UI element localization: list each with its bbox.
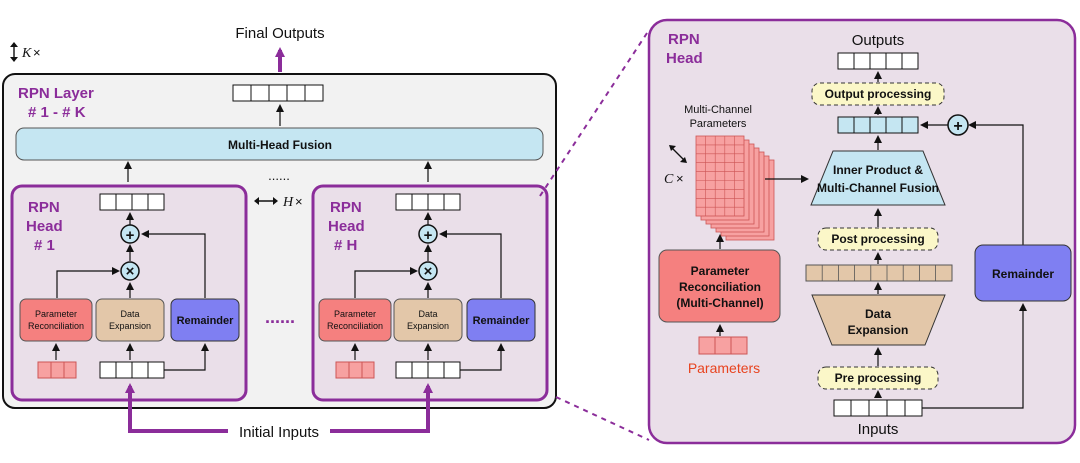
rpn-layer-title: RPN Layer xyxy=(18,85,94,102)
inputs-label: Inputs xyxy=(858,421,899,438)
svg-text:×: × xyxy=(424,263,433,280)
inner-product-label-1: Inner Product & xyxy=(833,163,923,177)
detail-remainder-box xyxy=(974,244,1072,302)
head-1-parameter-reconciliation-box xyxy=(19,298,93,342)
svg-text:Reconciliation: Reconciliation xyxy=(28,321,84,331)
k-label: K xyxy=(21,46,32,61)
inputs-vector xyxy=(833,399,923,417)
rpn-head-h: RPN Head # H + × Parameter Reconciliatio… xyxy=(311,184,549,402)
svg-text:Remainder: Remainder xyxy=(992,267,1054,281)
svg-text:Expansion: Expansion xyxy=(407,321,449,331)
c-label: C xyxy=(664,172,674,187)
zoom-connector-bottom xyxy=(555,396,650,441)
inner-product-fusion-box xyxy=(810,150,946,206)
svg-text:×: × xyxy=(676,171,684,186)
final-outputs-label: Final Outputs xyxy=(235,25,324,42)
head-h-parameter-reconciliation-box xyxy=(318,298,392,342)
outputs-label: Outputs xyxy=(852,32,905,49)
svg-text:Expansion: Expansion xyxy=(848,323,909,337)
heads-ellipsis-mid: ...... xyxy=(265,307,295,327)
head-1-data-expansion-box xyxy=(95,298,165,342)
output-processing-box xyxy=(811,82,945,106)
multi-channel-parameter-stack xyxy=(695,135,775,241)
head-1-remainder-box xyxy=(170,298,240,342)
multi-head-fusion-label: Multi-Head Fusion xyxy=(228,138,332,152)
initial-inputs-label: Initial Inputs xyxy=(239,424,319,441)
pre-processing-box xyxy=(817,366,939,390)
svg-text:Expansion: Expansion xyxy=(109,321,151,331)
detail-title-head: Head xyxy=(666,50,703,67)
k-times-indicator: K × xyxy=(10,42,41,62)
outputs-vector xyxy=(837,52,919,70)
initial-inputs-connector xyxy=(125,383,433,433)
head-h-title-number: # H xyxy=(334,237,357,254)
svg-text:(Multi-Channel): (Multi-Channel) xyxy=(676,296,763,310)
rpn-head-1: RPN Head # 1 + × Parameter Reconciliatio… xyxy=(10,184,248,402)
zoom-connector-top xyxy=(539,29,650,197)
pre-processing-label: Pre processing xyxy=(835,371,922,385)
multi-head-fusion-box xyxy=(15,127,544,161)
parameter-reconciliation-multichannel-box xyxy=(658,249,781,323)
svg-text:Reconciliation: Reconciliation xyxy=(679,280,761,294)
c-times-indicator: C × xyxy=(664,145,687,187)
post-processing-box xyxy=(817,227,939,251)
svg-text:+: + xyxy=(424,227,433,244)
fused-vector xyxy=(837,116,919,134)
layer-output-vector xyxy=(232,84,324,102)
head-1-plus-icon xyxy=(120,224,140,244)
h-times-indicator: H × xyxy=(254,194,303,210)
head-h-remainder-box xyxy=(466,298,536,342)
h-label: H xyxy=(282,195,294,210)
svg-text:Remainder: Remainder xyxy=(473,315,531,327)
parameters-vector xyxy=(698,336,748,355)
multi-channel-label-1: Multi-Channel xyxy=(684,104,752,116)
head-1-title-head: Head xyxy=(26,218,63,235)
svg-text:×: × xyxy=(33,45,41,60)
data-expansion-box xyxy=(811,294,946,346)
head-h-plus-icon xyxy=(418,224,438,244)
detail-title-rpn: RPN xyxy=(668,31,700,48)
svg-text:Parameter: Parameter xyxy=(35,309,77,319)
svg-text:×: × xyxy=(126,263,135,280)
head-h-multiply-icon xyxy=(418,261,438,281)
rpn-layer-range: # 1 - # K xyxy=(28,104,86,121)
svg-text:+: + xyxy=(126,227,135,244)
svg-text:Data: Data xyxy=(418,309,437,319)
head-1-multiply-icon xyxy=(120,261,140,281)
svg-text:Parameter: Parameter xyxy=(691,264,750,278)
svg-text:+: + xyxy=(953,118,962,135)
svg-text:Reconciliation: Reconciliation xyxy=(327,321,383,331)
head-1-title-rpn: RPN xyxy=(28,199,60,216)
inner-product-label-2: Multi-Channel Fusion xyxy=(817,181,939,195)
expanded-vector xyxy=(805,264,953,282)
multi-channel-label-2: Parameters xyxy=(690,118,747,130)
svg-text:×: × xyxy=(295,194,303,209)
svg-text:Remainder: Remainder xyxy=(177,315,235,327)
parameters-label: Parameters xyxy=(688,360,760,376)
post-processing-label: Post processing xyxy=(831,232,924,246)
head-h-data-expansion-box xyxy=(393,298,463,342)
output-processing-label: Output processing xyxy=(825,87,932,101)
head-1-title-number: # 1 xyxy=(34,237,55,254)
head-h-title-head: Head xyxy=(328,218,365,235)
svg-text:Parameter: Parameter xyxy=(334,309,376,319)
svg-text:Data: Data xyxy=(120,309,139,319)
svg-text:Data: Data xyxy=(865,307,891,321)
head-h-title-rpn: RPN xyxy=(330,199,362,216)
heads-ellipsis-top: ...... xyxy=(268,168,290,183)
